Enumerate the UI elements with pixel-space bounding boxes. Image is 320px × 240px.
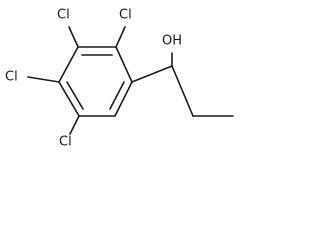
ring-bond-5 [58, 81, 80, 117]
chlorine-label-top-left: Cl [57, 8, 70, 23]
ring-bond-6 [58, 46, 79, 83]
ring-bond-2 [115, 46, 133, 83]
bond-c-cl-bottom [69, 115, 80, 135]
ring-double-bond-2 [109, 81, 125, 110]
ring-double-bond-3 [66, 81, 84, 110]
bond-c-cl-top-right [115, 26, 126, 48]
bond-ring-to-carbinol [131, 65, 173, 83]
chlorine-label-bottom: Cl [59, 135, 72, 150]
ring-bond-3 [114, 81, 133, 117]
bond-c-cl-top-left [68, 26, 79, 48]
hydroxyl-label: OH [162, 34, 182, 49]
benzene-ring [58, 46, 133, 117]
bond-c-cl-left [27, 76, 60, 83]
chlorine-label-top-right: Cl [119, 8, 132, 23]
chlorine-label-left: Cl [5, 70, 18, 85]
bond-carbinol-to-ch2 [171, 65, 194, 117]
chemical-structure: Cl Cl Cl Cl OH [5, 8, 234, 150]
